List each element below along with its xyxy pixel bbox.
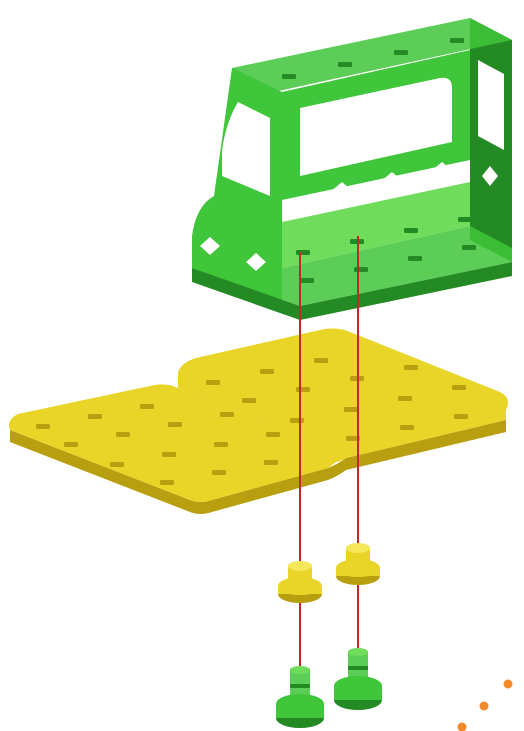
peg-hole bbox=[290, 418, 304, 423]
peg-hole bbox=[338, 62, 352, 67]
peg-hole bbox=[64, 442, 78, 447]
peg-hole bbox=[36, 424, 50, 429]
peg-hole bbox=[214, 442, 228, 447]
frame-right-window bbox=[478, 60, 504, 150]
yellow-base-plate bbox=[9, 328, 508, 514]
peg-hole bbox=[116, 432, 130, 437]
spacer-bushing-left bbox=[278, 561, 322, 603]
connector-peg-left bbox=[276, 666, 324, 728]
peg-hole bbox=[160, 480, 174, 485]
peg-hole bbox=[296, 250, 310, 255]
peg-hole bbox=[212, 470, 226, 475]
peg-hole bbox=[452, 385, 466, 390]
peg-hole bbox=[458, 217, 472, 222]
green-frame bbox=[192, 18, 512, 320]
peg-hole bbox=[260, 369, 274, 374]
accent-dots bbox=[458, 680, 513, 731]
peg-hole bbox=[454, 414, 468, 419]
peg-hole bbox=[296, 387, 310, 392]
peg-hole bbox=[404, 365, 418, 370]
peg-hole bbox=[300, 278, 314, 283]
peg-hole bbox=[394, 50, 408, 55]
peg-hole bbox=[206, 380, 220, 385]
peg-hole bbox=[398, 396, 412, 401]
peg-hole bbox=[140, 404, 154, 409]
peg-hole bbox=[168, 422, 182, 427]
peg-hole bbox=[266, 432, 280, 437]
peg-hole bbox=[344, 407, 358, 412]
peg-hole bbox=[264, 460, 278, 465]
peg-hole bbox=[282, 74, 296, 79]
peg-hole bbox=[354, 267, 368, 272]
peg-hole bbox=[404, 228, 418, 233]
peg-hole bbox=[88, 414, 102, 419]
peg-hole bbox=[314, 358, 328, 363]
peg-hole bbox=[220, 412, 234, 417]
peg-hole bbox=[408, 256, 422, 261]
peg-hole bbox=[450, 38, 464, 43]
peg-hole bbox=[462, 245, 476, 250]
peg-hole bbox=[162, 452, 176, 457]
peg-hole bbox=[242, 398, 256, 403]
peg-hole bbox=[110, 462, 124, 467]
connector-peg-right bbox=[334, 648, 382, 710]
spacer-bushing-right bbox=[336, 543, 380, 585]
peg-hole bbox=[400, 425, 414, 430]
